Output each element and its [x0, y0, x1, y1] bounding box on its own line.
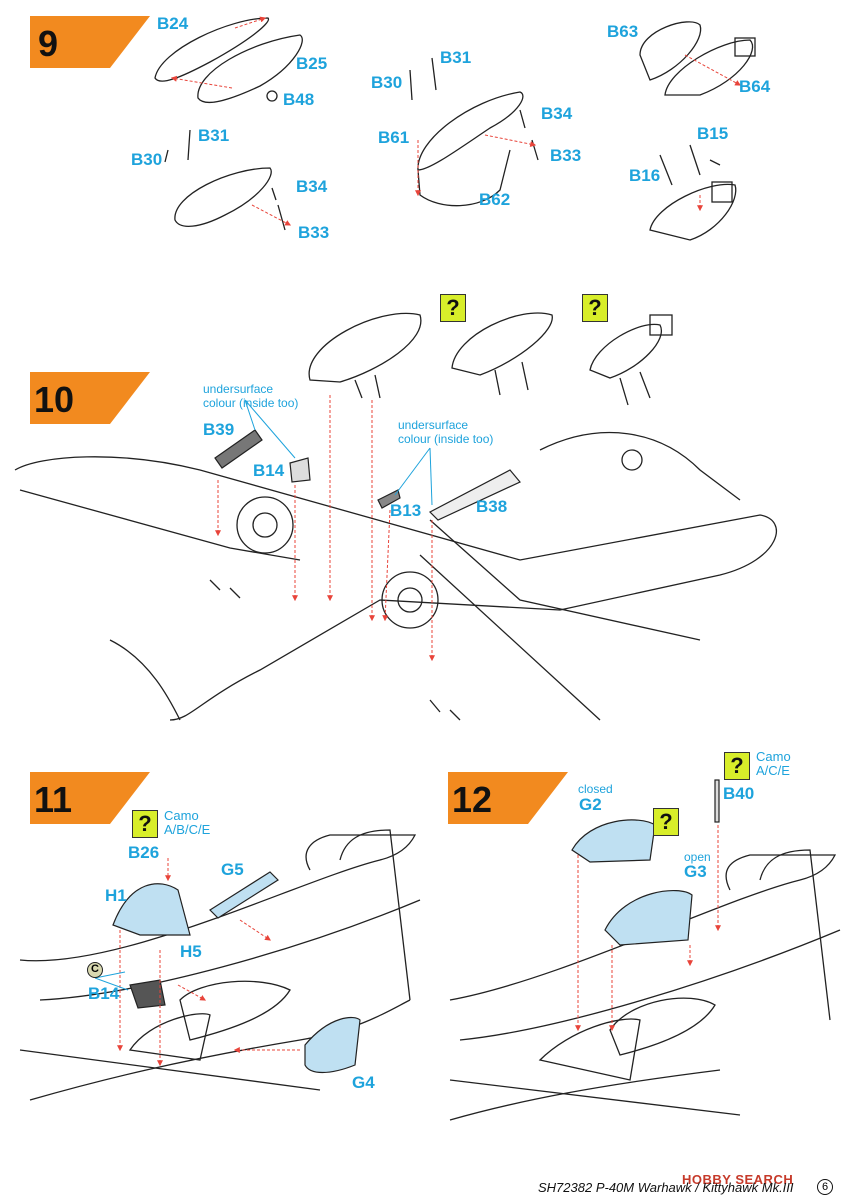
b38-part [428, 469, 521, 521]
note-undersurface-right-line1: undersurface [398, 418, 469, 432]
label-b30-left: B30 [131, 150, 163, 169]
pod-b61-b62 [409, 57, 539, 207]
label-b31-mid: B31 [440, 48, 472, 67]
label-b62: B62 [479, 190, 511, 209]
page-number: 6 [817, 1179, 833, 1195]
bomb-top [589, 314, 673, 406]
label-b33-mid: B33 [550, 146, 582, 165]
step-11-number: 11 [34, 779, 72, 820]
question-box-10b: ? [582, 294, 608, 322]
label-b33-left: B33 [298, 223, 330, 242]
label-b40: B40 [723, 784, 755, 803]
camo-note-11: Camo A/B/C/E [164, 809, 210, 837]
h1-canopy-frame [112, 883, 191, 936]
step12-fuselage [449, 849, 841, 1121]
step11-fuselage [19, 829, 421, 1101]
label-b15: B15 [697, 124, 729, 143]
label-b63: B63 [607, 22, 639, 41]
label-b25: B25 [296, 54, 328, 73]
bomb-b63-b64 [639, 21, 756, 241]
b13-part [377, 489, 401, 509]
b40-rod [714, 779, 720, 823]
label-b14-step10: B14 [253, 461, 285, 480]
watermark: HOBBY SEARCH [682, 1172, 794, 1187]
step-10-number: 10 [34, 379, 74, 420]
label-b38: B38 [476, 497, 508, 516]
label-b34-mid: B34 [541, 104, 573, 123]
step-9-badge: 9 [30, 16, 150, 74]
pod-b30-b34 [164, 129, 286, 231]
g5-glass [209, 871, 279, 919]
camo-note-12-line1: Camo [756, 749, 791, 764]
label-closed: closed [578, 782, 613, 796]
label-b39: B39 [203, 420, 235, 439]
question-box-12b: ? [653, 808, 679, 836]
label-b26: B26 [128, 843, 160, 862]
label-g3: G3 [684, 862, 707, 881]
camo-note-12-line2: A/C/E [756, 763, 790, 778]
step-12-number: 12 [452, 779, 492, 820]
label-h1: H1 [105, 886, 127, 905]
note-undersurface-right: undersurface colour (inside too) [398, 418, 493, 446]
droptank-top [308, 312, 422, 399]
label-b31-left: B31 [198, 126, 230, 145]
camo-note-11-line1: Camo [164, 808, 199, 823]
question-box-11: ? [132, 810, 158, 838]
b14-part-11 [129, 979, 166, 1009]
label-b34-left: B34 [296, 177, 328, 196]
footer-title: SH72382 P-40M Warhawk / Kittyhawk Mk.III [538, 1180, 794, 1195]
g3-canopy-open [604, 889, 693, 946]
label-b16: B16 [629, 166, 661, 185]
note-undersurface-right-line2: colour (inside too) [398, 432, 494, 446]
label-b24: B24 [157, 14, 189, 33]
label-g2: G2 [579, 795, 602, 814]
label-b64: B64 [739, 77, 771, 96]
step-10-badge: 10 [30, 372, 150, 430]
label-g5: G5 [221, 860, 244, 879]
question-box-12a: ? [724, 752, 750, 780]
step-11-badge: 11 [30, 772, 150, 830]
camo-note-11-line2: A/B/C/E [164, 822, 211, 837]
note-undersurface-left-line2: colour (inside too) [203, 396, 299, 410]
step-12-badge: 12 [448, 772, 568, 830]
label-b61: B61 [378, 128, 410, 147]
label-h5: H5 [180, 942, 202, 961]
fuel-tank-top [451, 312, 553, 396]
b14-part-10 [289, 457, 311, 483]
label-b13: B13 [390, 501, 422, 520]
step-9-number: 9 [38, 23, 58, 64]
g2-canopy-closed [571, 819, 656, 863]
label-b30-mid: B30 [371, 73, 403, 92]
label-g4: G4 [352, 1073, 375, 1092]
aircraft-underside [14, 432, 777, 721]
camo-note-12: Camo A/C/E [756, 750, 791, 778]
note-undersurface-left-line1: undersurface [203, 382, 274, 396]
label-b14-step11: B14 [88, 984, 120, 1003]
note-undersurface-left: undersurface colour (inside too) [203, 382, 298, 410]
question-box-10a: ? [440, 294, 466, 322]
c-marker: C [87, 962, 103, 978]
label-open: open [684, 850, 711, 864]
b39-fairing [214, 429, 263, 469]
label-b48: B48 [283, 90, 315, 109]
g4-glass [304, 1016, 361, 1074]
